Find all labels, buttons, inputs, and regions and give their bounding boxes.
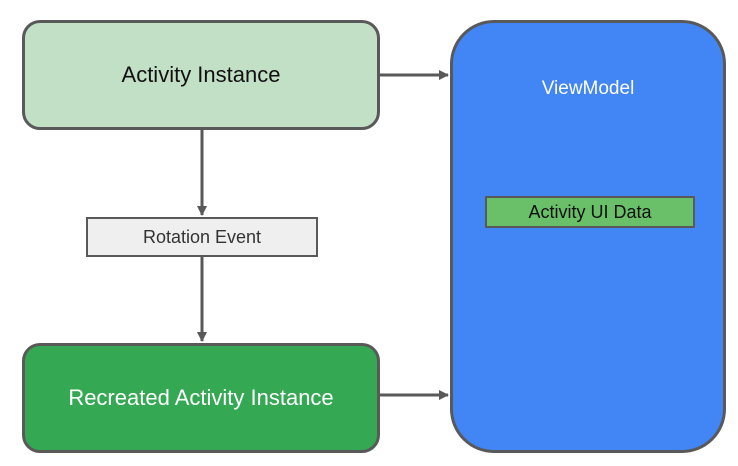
rotation-event-label: Rotation Event [142,226,262,247]
activity-instance-node: Activity Instance [22,20,380,130]
activity-instance-label: Activity Instance [121,62,281,87]
rotation-event-node: Rotation Event [86,217,318,257]
recreated-activity-instance-node: Recreated Activity Instance [22,343,380,453]
activity-ui-data-label: Activity UI Data [528,201,652,222]
activity-ui-data-node: Activity UI Data [485,196,695,228]
recreated-activity-instance-label: Recreated Activity Instance [68,385,334,410]
viewmodel-label: ViewModel [541,78,635,99]
viewmodel-node: ViewModel Activity UI Data [450,20,726,453]
